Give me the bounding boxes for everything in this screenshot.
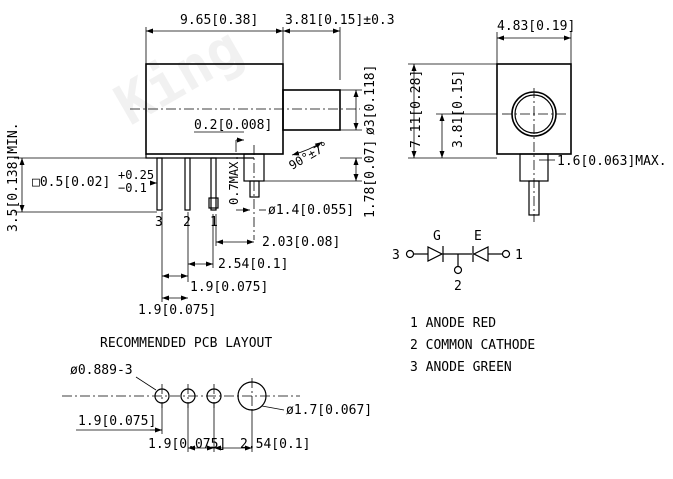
dim-19a-label: 1.9[0.075] xyxy=(138,303,216,318)
dim-lead-offset-label: 1.78[0.07] xyxy=(363,140,378,218)
front-dim-height-label: 7.11[0.28] xyxy=(409,70,424,148)
dim-203-label: 2.03[0.08] xyxy=(262,235,340,250)
pin-3-label: 3 xyxy=(155,215,163,230)
diode-e-label: E xyxy=(474,229,482,244)
diode-green xyxy=(427,246,444,262)
pcb-dim-254-label: 2.54[0.1] xyxy=(240,437,310,452)
dim-max-label: 0.7MAX. xyxy=(227,154,241,205)
pcb-layout: RECOMMENDED PCB LAYOUT ø0.889-3 ø1.7[0.0… xyxy=(62,336,372,452)
pcb-dim-19a-label: 1.9[0.075] xyxy=(78,414,156,429)
tol-plus-label: +0.25 xyxy=(118,168,154,182)
dim-19b-label: 1.9[0.075] xyxy=(190,280,268,295)
pin-1-label: 1 xyxy=(210,215,218,230)
pcb-dim-19b-label: 1.9[0.075] xyxy=(148,437,226,452)
dim-angle-label: 90°±7° xyxy=(287,139,332,173)
pin-2 xyxy=(184,157,191,211)
front-dim-width-label: 4.83[0.19] xyxy=(497,19,575,34)
dim-width-label: 9.65[0.38] xyxy=(180,13,258,28)
dim-lens-length-label: 3.81[0.15]±0.3 xyxy=(285,13,395,28)
front-dim-lead-label: 1.6[0.063]MAX. xyxy=(557,154,667,169)
lead-tip xyxy=(249,180,260,198)
dim-lens-dia-label: ø3[0.118] xyxy=(363,65,378,135)
diode-schematic: 3 1 2 G E xyxy=(392,229,523,294)
pcb-title: RECOMMENDED PCB LAYOUT xyxy=(100,336,272,351)
pcb-hole-dim-label: ø0.889-3 xyxy=(70,363,133,378)
dim-standoff-label: 0.2[0.008] xyxy=(194,118,272,133)
diode-g-label: G xyxy=(433,229,441,244)
pcb-big-hole-dim-label: ø1.7[0.067] xyxy=(286,403,372,418)
pin-3 xyxy=(156,157,163,211)
pin-legend: 1 ANODE RED 2 COMMON CATHODE 3 ANODE GRE… xyxy=(410,316,535,375)
dim-254-label: 2.54[0.1] xyxy=(218,257,288,272)
led-lens xyxy=(282,89,341,131)
legend-item-1: 1 ANODE RED xyxy=(410,316,496,331)
schematic-pin-3: 3 xyxy=(392,248,400,263)
dim-dia14-label: ø1.4[0.055] xyxy=(268,203,354,218)
schematic-pin-1: 1 xyxy=(515,248,523,263)
pin-2-label: 2 xyxy=(183,215,191,230)
dim-min-label: 3.5[0.138]MIN. xyxy=(6,122,21,232)
front-view: 4.83[0.19] 7.11[0.28] 3.81[0.15] 1.6[0.0… xyxy=(408,19,667,222)
schematic-pin-2: 2 xyxy=(454,279,462,294)
front-dim-center-label: 3.81[0.15] xyxy=(451,70,466,148)
front-lead xyxy=(528,180,540,216)
dim-pin-square-label: □0.5[0.02] xyxy=(32,175,110,190)
legend-item-3: 3 ANODE GREEN xyxy=(410,360,512,375)
tol-minus-label: −0.1 xyxy=(118,181,147,195)
pin-1 xyxy=(210,157,217,211)
legend-item-2: 2 COMMON CATHODE xyxy=(410,338,535,353)
diode-red xyxy=(472,246,489,262)
